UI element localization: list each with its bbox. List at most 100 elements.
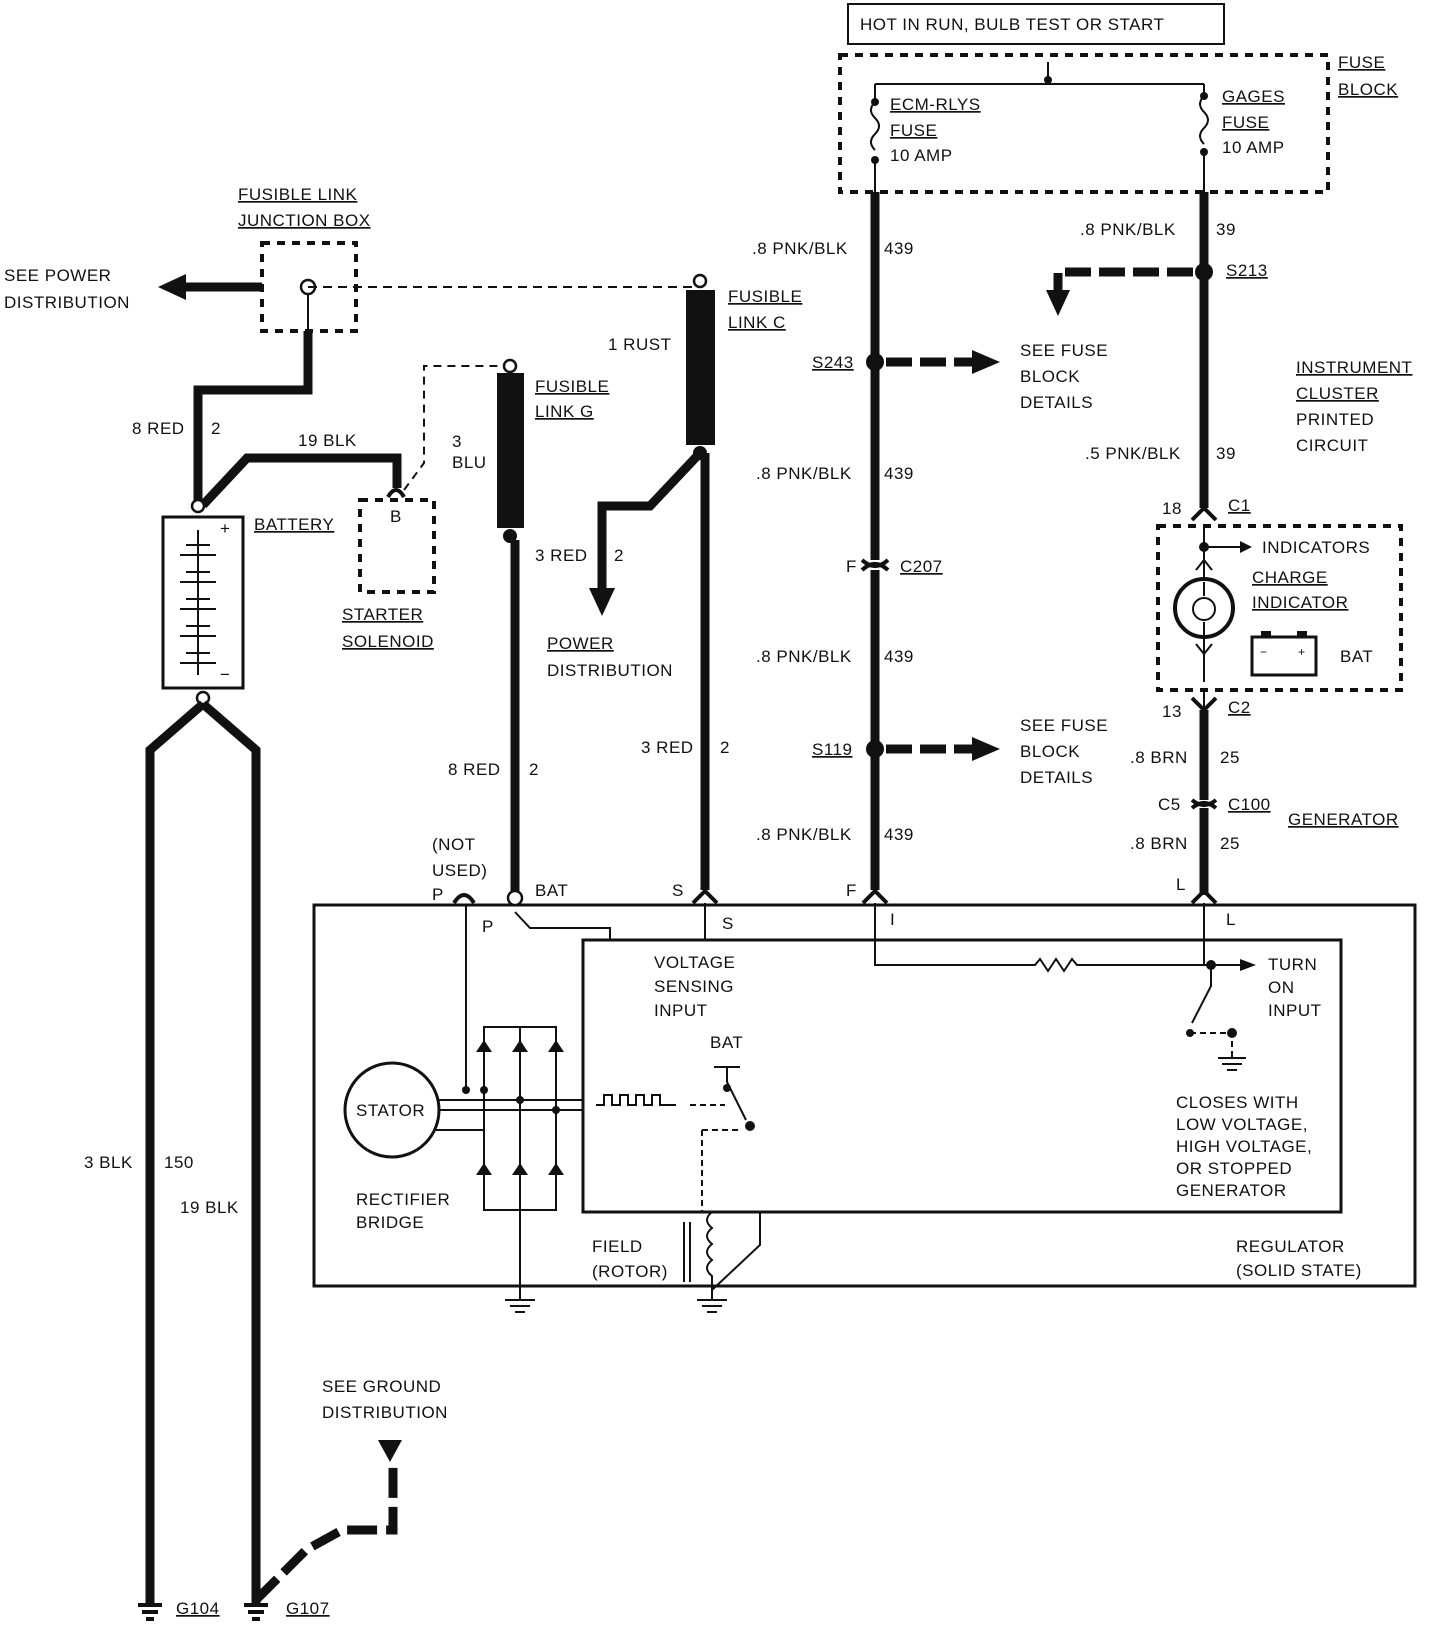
svg-text:INDICATORS: INDICATORS [1262,538,1370,557]
svg-text:.8 PNK/BLK: .8 PNK/BLK [756,825,852,844]
svg-text:2: 2 [211,419,221,438]
diode-icons [476,1040,564,1175]
svg-text:FUSE: FUSE [1222,113,1269,132]
svg-text:.5 PNK/BLK: .5 PNK/BLK [1085,444,1181,463]
svg-text:SOLENOID: SOLENOID [342,632,434,651]
svg-text:OR STOPPED: OR STOPPED [1176,1159,1292,1178]
svg-text:+: + [1298,645,1306,659]
regulator: VOLTAGE SENSING INPUT TURN ON INPUT CLOS… [514,903,1343,1214]
svg-text:2: 2 [614,546,624,565]
field-rotor: FIELD (ROTOR) REGULATOR (SOLID STATE) [592,1211,1362,1313]
ecm-rlys-fuse: ECM-RLYS FUSE 10 AMP [870,95,981,192]
svg-text:8 RED: 8 RED [448,760,501,779]
svg-text:GAGES: GAGES [1222,87,1285,106]
battery-ground-cables: 3 BLK 150 19 BLK [84,700,261,1605]
svg-text:BLOCK: BLOCK [1020,742,1080,761]
ground-g107: G107 [244,1599,329,1621]
svg-text:SEE FUSE: SEE FUSE [1020,341,1108,360]
svg-text:10 AMP: 10 AMP [890,146,953,165]
hot-in-run-label: HOT IN RUN, BULB TEST OR START [847,3,1225,45]
svg-text:−: − [1260,645,1268,659]
svg-text:INPUT: INPUT [1268,1001,1322,1020]
svg-text:.8 PNK/BLK: .8 PNK/BLK [1080,220,1176,239]
svg-text:C2: C2 [1228,698,1251,717]
red-wire-to-battery: 8 RED 2 [132,331,313,505]
svg-text:BAT: BAT [1340,647,1373,666]
svg-text:CLOSES WITH: CLOSES WITH [1176,1093,1299,1112]
svg-text:8 RED: 8 RED [132,419,185,438]
svg-text:P: P [432,885,444,904]
svg-text:B: B [390,507,402,526]
svg-text:STARTER: STARTER [342,605,423,624]
connector-c1: 18 C1 [1162,496,1250,522]
svg-text:1 RUST: 1 RUST [608,335,671,354]
svg-text:FUSIBLE: FUSIBLE [535,377,609,396]
svg-text:3 BLK: 3 BLK [84,1153,133,1172]
splice-s119: S119 SEE FUSE BLOCK DETAILS [812,716,1108,787]
battery: + − BATTERY [161,498,334,706]
svg-text:S: S [672,881,684,900]
gages-fuse: GAGES FUSE 10 AMP [1199,87,1285,192]
svg-text:.8 PNK/BLK: .8 PNK/BLK [756,647,852,666]
svg-text:L: L [1226,910,1236,929]
svg-text:LINK G: LINK G [535,402,594,421]
charge-indicator-lamp-icon [1173,577,1235,639]
svg-text:13: 13 [1162,702,1182,721]
charge-indicator-box: INDICATORS CHARGE INDICATOR − + BAT [1156,524,1403,692]
svg-text:P: P [482,917,494,936]
svg-text:I: I [890,910,895,929]
starter-solenoid: B STARTER SOLENOID [342,365,510,651]
fuse-block: FUSE BLOCK ECM-RLYS FUSE 10 AMP GAGES FU… [838,53,1398,194]
svg-text:25: 25 [1220,834,1240,853]
svg-text:TURN: TURN [1268,955,1317,974]
svg-text:2: 2 [529,760,539,779]
svg-text:DETAILS: DETAILS [1020,393,1093,412]
svg-text:(SOLID STATE): (SOLID STATE) [1236,1261,1362,1280]
instrument-cluster-label: INSTRUMENT CLUSTER PRINTED CIRCUIT [1296,358,1412,455]
svg-text:SEE POWER: SEE POWER [4,266,111,285]
svg-text:G104: G104 [176,1599,220,1618]
svg-text:S243: S243 [812,353,854,372]
svg-text:FUSE: FUSE [1338,53,1385,72]
svg-text:USED): USED) [432,861,487,880]
svg-text:C100: C100 [1228,795,1271,814]
svg-text:439: 439 [884,464,914,483]
svg-text:.8 BRN: .8 BRN [1130,748,1188,767]
svg-text:HIGH VOLTAGE,: HIGH VOLTAGE, [1176,1137,1312,1156]
battery-symbol-icon: − + [1250,631,1318,677]
svg-text:F: F [846,881,857,900]
svg-text:19 BLK: 19 BLK [180,1198,239,1217]
splice-s243: S243 SEE FUSE BLOCK DETAILS [812,341,1108,412]
svg-text:L: L [1176,875,1186,894]
splice-s213: S213 [1046,261,1268,316]
svg-text:25: 25 [1220,748,1240,767]
svg-text:BATTERY: BATTERY [254,515,334,534]
svg-text:REGULATOR: REGULATOR [1236,1237,1345,1256]
svg-text:CIRCUIT: CIRCUIT [1296,436,1368,455]
svg-text:FUSIBLE: FUSIBLE [728,287,802,306]
svg-text:BRIDGE: BRIDGE [356,1213,424,1232]
svg-text:SEE FUSE: SEE FUSE [1020,716,1108,735]
svg-text:S213: S213 [1226,261,1268,280]
svg-text:439: 439 [884,825,914,844]
fusible-link-g: FUSIBLE LINK G 3 BLU 8 RED 2 [448,358,609,893]
svg-text:STATOR: STATOR [356,1101,425,1120]
svg-text:HOT IN RUN, BULB TEST OR START: HOT IN RUN, BULB TEST OR START [860,15,1164,34]
fusible-link-junction-box: FUSIBLE LINK JUNCTION BOX [238,185,370,333]
svg-text:PRINTED: PRINTED [1296,410,1374,429]
svg-text:SEE GROUND: SEE GROUND [322,1377,441,1396]
svg-text:18: 18 [1162,499,1182,518]
black-wire-to-starter: 19 BLK [199,431,402,509]
svg-text:ECM-RLYS: ECM-RLYS [890,95,981,114]
svg-text:.8 PNK/BLK: .8 PNK/BLK [756,464,852,483]
svg-text:DISTRIBUTION: DISTRIBUTION [547,661,673,680]
svg-text:3 RED: 3 RED [535,546,588,565]
svg-text:VOLTAGE: VOLTAGE [654,953,735,972]
svg-text:RECTIFIER: RECTIFIER [356,1190,450,1209]
ground-g104: G104 [138,1599,220,1621]
svg-text:.8 BRN: .8 BRN [1130,834,1188,853]
connector-c100: C5 C100 [1158,795,1271,814]
svg-text:19 BLK: 19 BLK [298,431,357,450]
svg-text:39: 39 [1216,220,1236,239]
